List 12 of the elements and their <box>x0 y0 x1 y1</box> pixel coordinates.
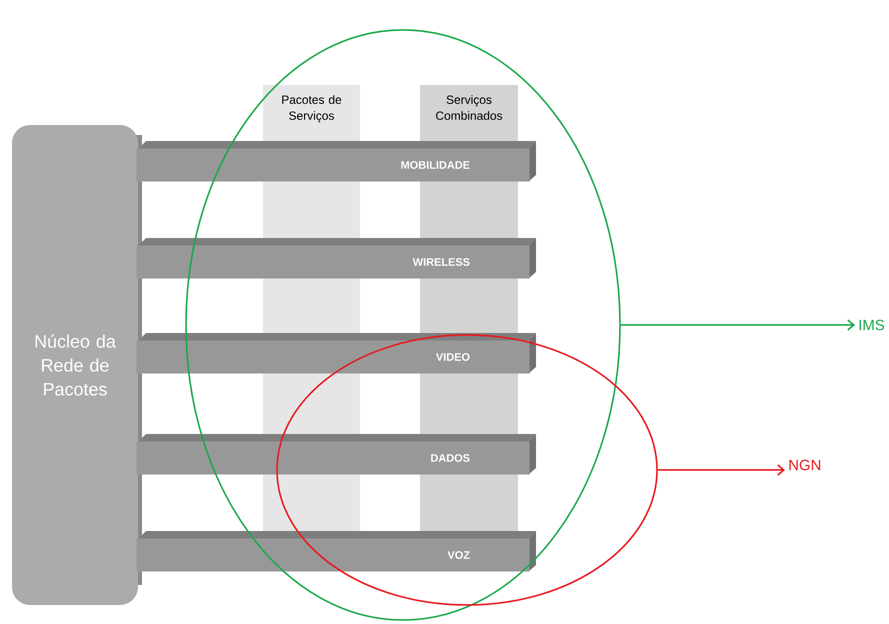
arrow <box>620 319 855 331</box>
core-block: Núcleo da Rede de Pacotes <box>12 124 142 605</box>
shelf-bar: VIDEO <box>136 332 536 374</box>
shelf-bar: MOBILIDADE <box>136 140 536 182</box>
scope-ellipse <box>276 334 658 606</box>
shelf-bar: WIRELESS <box>136 238 536 279</box>
scope-label: NGN <box>789 460 820 470</box>
arrow <box>658 464 785 476</box>
shelf-bar: VOZ <box>136 530 536 572</box>
scope-label: IMS <box>860 320 884 330</box>
scope-ellipse <box>185 29 621 621</box>
shelf-bar: DADOS <box>136 434 536 475</box>
